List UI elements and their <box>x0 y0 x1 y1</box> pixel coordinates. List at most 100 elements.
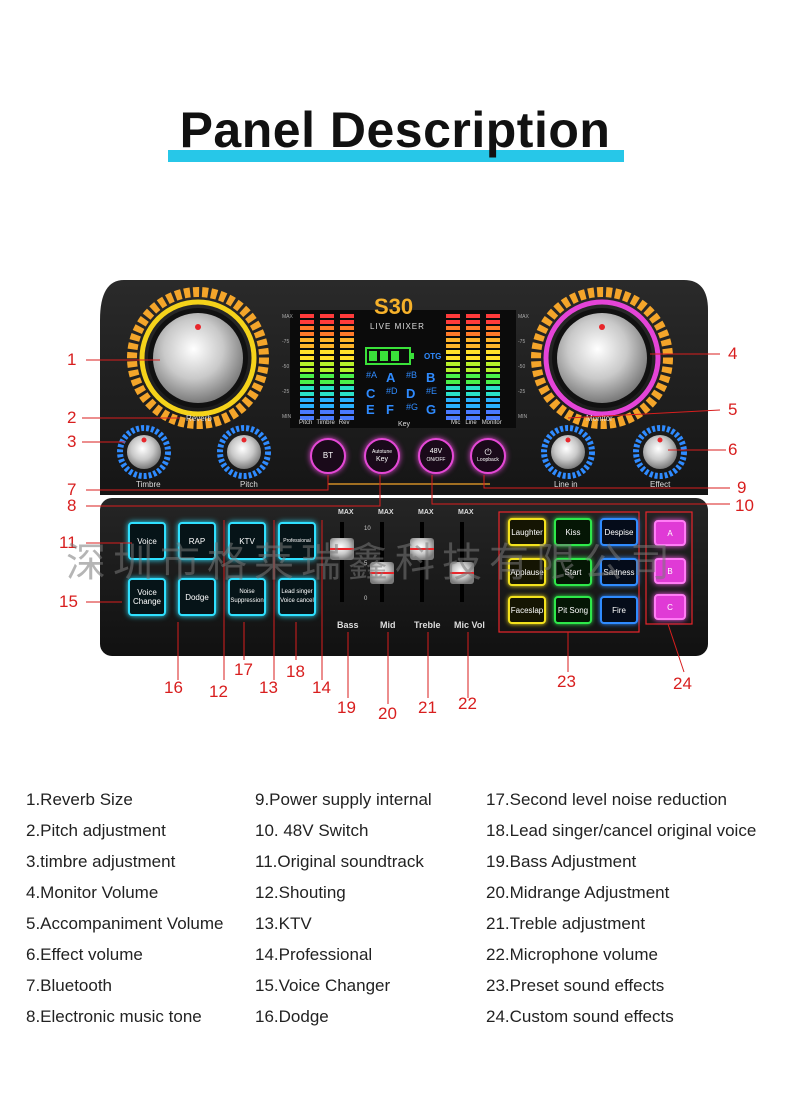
meter-label: Timbre <box>316 420 335 426</box>
key-grid: #A A #B B C #D D #E E F #G G <box>366 370 446 417</box>
loopback-button[interactable]: ⏻Loopback <box>470 438 506 474</box>
custom-pad-b[interactable]: B <box>654 558 686 584</box>
battery-icon <box>365 347 411 365</box>
ktv-button[interactable]: KTV <box>228 522 266 560</box>
fader-max-label: MAX <box>458 509 474 516</box>
title-wrap: Panel Description <box>0 100 790 160</box>
meter-segment <box>300 368 314 372</box>
callout-13: 13 <box>259 678 278 697</box>
pit-song-pad[interactable]: Pit Song <box>554 596 592 624</box>
meter-segment <box>486 338 500 342</box>
callout-8: 8 <box>67 496 77 515</box>
key-label: #B <box>406 370 418 380</box>
key-caption: Key <box>398 421 411 428</box>
meter-segment <box>340 338 354 342</box>
meter-segment <box>466 368 480 372</box>
meter-segment <box>320 380 334 384</box>
description-item: 21.Treble adjustment <box>486 914 646 933</box>
mixer-device: S30 LIVE MIXER OTG #A A #B B C #D D #E E… <box>94 280 708 660</box>
meter-segment <box>320 410 334 414</box>
mid-fader-label: Mid <box>380 620 396 630</box>
kiss-pad[interactable]: Kiss <box>554 518 592 546</box>
level-meters <box>300 314 500 420</box>
professional-button[interactable]: Professional <box>278 522 316 560</box>
key-label: #A <box>366 370 378 380</box>
meter-segment <box>486 416 500 420</box>
meter-segment <box>466 410 480 414</box>
description-column-2: 9.Power supply internal 10. 48V Switch 1… <box>255 790 432 1038</box>
voice-label: Voice <box>137 536 157 546</box>
meter-segment <box>486 350 500 354</box>
model-subtitle: LIVE MIXER <box>370 322 425 331</box>
power-icon: ⏻ <box>484 447 492 457</box>
meter-segment <box>446 392 460 396</box>
meter-segment <box>486 344 500 348</box>
meter-segment <box>320 338 334 342</box>
scale-tick: MIN <box>282 414 292 420</box>
meter-segment <box>300 314 314 318</box>
rap-button[interactable]: RAP <box>178 522 216 560</box>
callout-21: 21 <box>418 698 437 717</box>
meter-segment <box>486 362 500 366</box>
meter-segment <box>446 356 460 360</box>
description-item: 10. 48V Switch <box>255 821 369 840</box>
meter-segment <box>446 410 460 414</box>
scale-tick: -25 <box>282 389 290 395</box>
despise-pad[interactable]: Despise <box>600 518 638 546</box>
custom-pad-a[interactable]: A <box>654 520 686 546</box>
page-title: Panel Description <box>179 102 611 158</box>
meter-segment <box>340 326 354 330</box>
meter-segment <box>340 320 354 324</box>
meter-segment <box>466 386 480 390</box>
sadness-pad[interactable]: Sadness <box>600 558 638 586</box>
laughter-pad[interactable]: Laughter <box>508 518 546 546</box>
meter-segment <box>340 362 354 366</box>
small-knobs-graphic <box>117 425 687 479</box>
meter-segment <box>320 416 334 420</box>
description-item: 24.Custom sound effects <box>486 1007 674 1026</box>
voice-button[interactable]: Voice <box>128 522 166 560</box>
48v-label: 48V <box>429 448 443 455</box>
meter-segment <box>486 386 500 390</box>
meter-segment <box>340 410 354 414</box>
preset-effects-frame <box>498 511 640 633</box>
meter-segment <box>320 404 334 408</box>
key-label: B <box>426 370 436 385</box>
meter-segment <box>466 338 480 342</box>
meter-segment <box>446 374 460 378</box>
dodge-button[interactable]: Dodge <box>178 578 216 616</box>
description-item: 15.Voice Changer <box>255 976 391 995</box>
callout-15: 15 <box>59 592 78 611</box>
pitch-knob-label: Pitch <box>240 480 258 489</box>
meter-segment <box>300 350 314 354</box>
description-item: 12.Shouting <box>255 883 346 902</box>
callout-7: 7 <box>67 480 77 499</box>
pad-label: A <box>667 528 673 538</box>
dodge-label: Dodge <box>185 592 209 602</box>
key-label: E <box>366 402 375 417</box>
fire-pad[interactable]: Fire <box>600 596 638 624</box>
meter-segment <box>466 416 480 420</box>
meter-label: Monitor <box>481 420 502 426</box>
faceslap-pad[interactable]: Faceslap <box>508 596 546 624</box>
meter-segment <box>300 374 314 378</box>
meter-segment <box>446 326 460 330</box>
start-pad[interactable]: Start <box>554 558 592 586</box>
callout-2: 2 <box>67 408 77 427</box>
key-label: A <box>386 370 396 385</box>
callout-17: 17 <box>234 660 253 679</box>
applause-pad[interactable]: Applause <box>508 558 546 586</box>
bluetooth-button[interactable]: BT <box>310 438 346 474</box>
meter-scale-right: MAX -75 -50 -25 MIN <box>518 314 529 420</box>
description-item: 16.Dodge <box>255 1007 329 1026</box>
custom-pad-c[interactable]: C <box>654 594 686 620</box>
scale-tick: -50 <box>282 364 290 370</box>
meter-segment <box>446 362 460 366</box>
meter-label: Rev <box>338 420 350 426</box>
meter-segment <box>340 314 354 318</box>
